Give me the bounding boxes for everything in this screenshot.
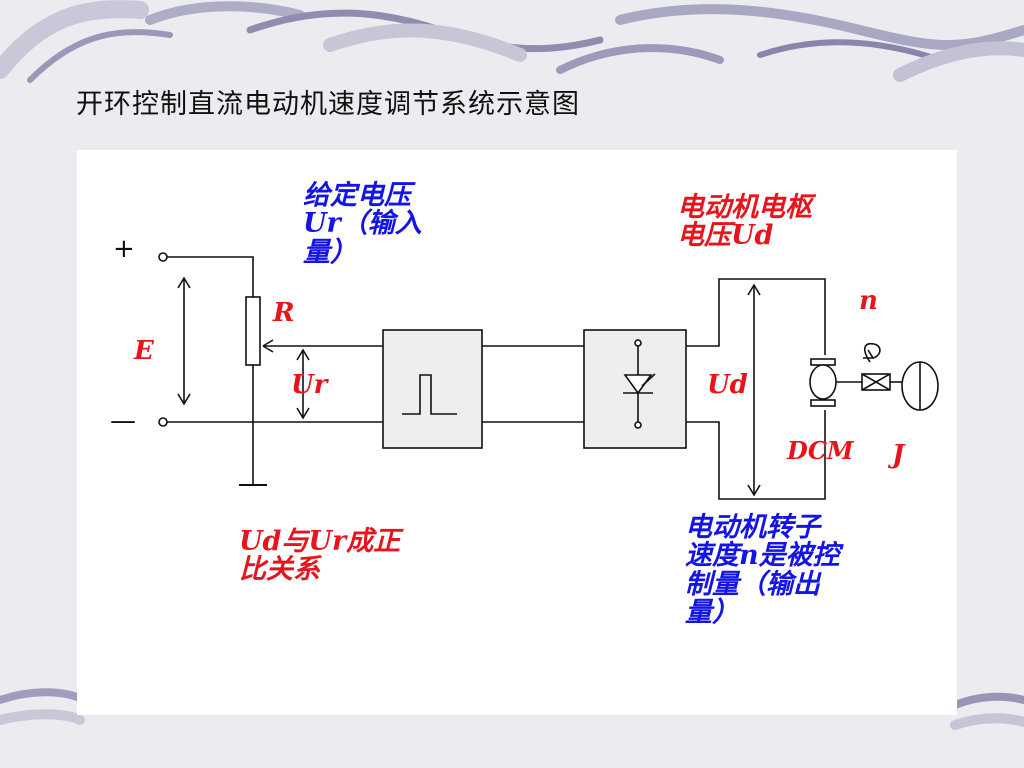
minus-label: — (110, 406, 136, 436)
dcm-label: DCM (787, 436, 854, 465)
j-label: J (892, 440, 905, 470)
background-decoration-top (0, 0, 1024, 83)
background-decoration-bottom (0, 688, 1024, 730)
slide-title: 开环控制直流电动机速度调节系统示意图 (76, 89, 580, 120)
ud-label: Ud (707, 370, 748, 400)
ur-label: Ur (291, 370, 328, 400)
circuit-diagram: + — E R Ur Ud n DCM J 给定电压 Ur（输入 量） 电动机电… (77, 150, 957, 715)
input-annotation: 给定电压 Ur（输入 量） (303, 180, 422, 268)
e-label: E (134, 336, 154, 366)
plus-terminal (158, 252, 168, 262)
relation-annotation: Ud与Ur成正 比关系 (239, 526, 401, 586)
motor-brush-bottom (810, 399, 836, 407)
motor-brush-top (810, 358, 836, 366)
potentiometer-resistor (245, 296, 261, 366)
armature-annotation: 电动机电枢 电压Ud (677, 192, 812, 252)
r-label: R (273, 298, 295, 328)
controller-block (382, 329, 483, 449)
plus-label: + (113, 234, 135, 264)
rotation-arrow (864, 342, 881, 363)
n-label: n (859, 286, 878, 316)
output-annotation: 电动机转子 速度n是被控 制量（输出 量） (685, 512, 840, 629)
dc-motor-symbol (809, 364, 837, 400)
minus-terminal (158, 417, 168, 427)
circuit-schematic (158, 252, 939, 500)
pulse-symbol (402, 374, 457, 415)
